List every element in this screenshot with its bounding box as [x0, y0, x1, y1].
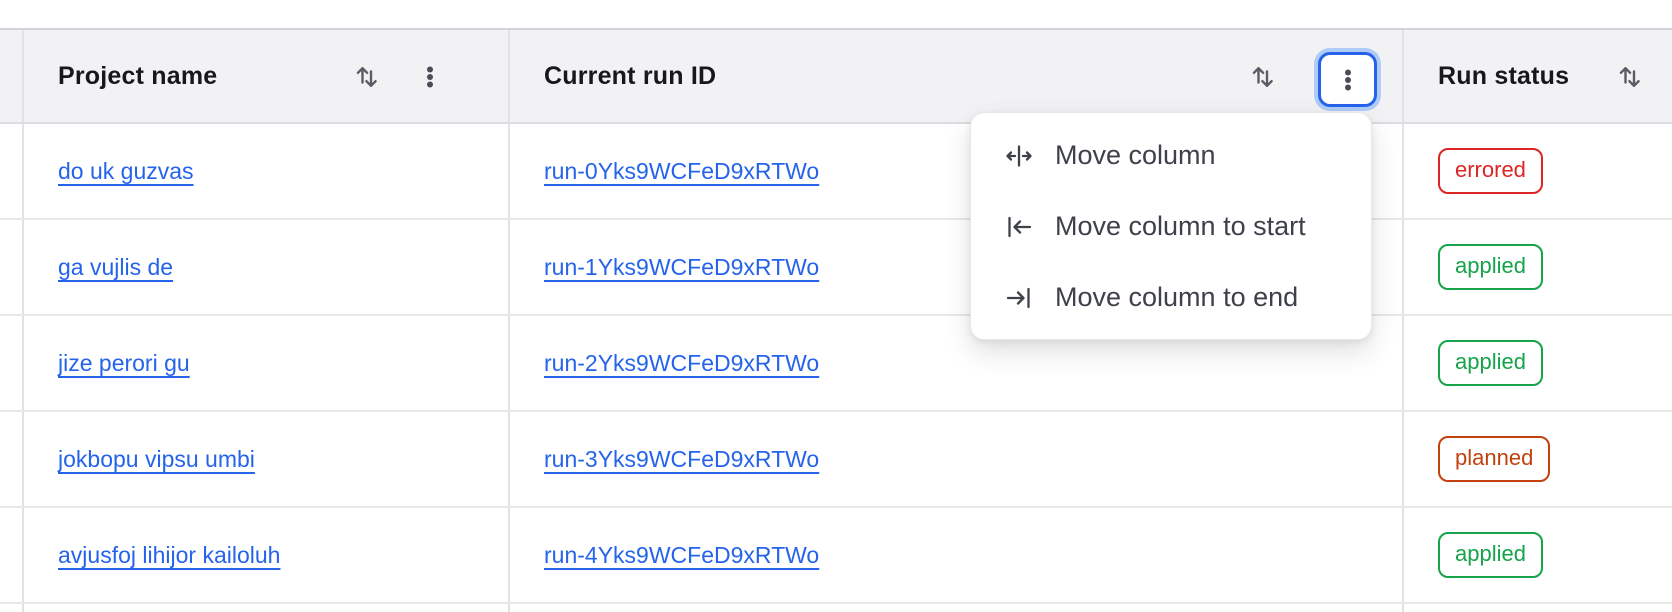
menu-item-label: Move column to end	[1055, 282, 1299, 312]
table-row: do uk guzvas run-0Yks9WCFeD9xRTWo errore…	[0, 124, 1672, 220]
run-status-cell: applied	[1404, 508, 1672, 602]
column-label-project-name: Project name	[58, 61, 218, 90]
kebab-icon[interactable]	[1318, 52, 1377, 107]
project-link[interactable]: ga vujlis de	[58, 253, 174, 280]
column-label-current-run-id: Current run ID	[544, 61, 717, 90]
run-id-link[interactable]: run-3Yks9WCFeD9xRTWo	[544, 445, 820, 472]
table-row: avjusfoj lihijor kailoluh run-4Yks9WCFeD…	[0, 508, 1672, 604]
row-gutter-cell	[0, 220, 24, 314]
run-id-link[interactable]: run-0Yks9WCFeD9xRTWo	[544, 157, 820, 184]
row-gutter-cell	[0, 316, 24, 410]
table-header-row: Project name Current run ID	[0, 30, 1672, 124]
project-name-cell: do uk guzvas	[24, 124, 510, 218]
sort-arrows-icon[interactable]	[1245, 59, 1281, 95]
run-id-cell	[510, 604, 1404, 612]
table-row: jize perori gu run-2Yks9WCFeD9xRTWo appl…	[0, 316, 1672, 412]
project-link[interactable]: jize perori gu	[58, 349, 190, 376]
run-id-cell: run-3Yks9WCFeD9xRTWo	[510, 412, 1404, 506]
row-gutter-cell	[0, 508, 24, 602]
menu-item-label: Move column	[1055, 140, 1216, 170]
menu-item-move-column[interactable]: Move column	[971, 120, 1371, 191]
project-name-cell: ga vujlis de	[24, 220, 510, 314]
column-label-run-status: Run status	[1438, 61, 1570, 90]
run-status-cell	[1404, 604, 1672, 612]
project-name-cell	[24, 604, 510, 612]
status-badge: applied	[1438, 532, 1543, 578]
run-id-cell: run-4Yks9WCFeD9xRTWo	[510, 508, 1404, 602]
table-row: ga vujlis de run-1Yks9WCFeD9xRTWo applie…	[0, 220, 1672, 316]
status-badge: applied	[1438, 244, 1543, 290]
project-link[interactable]: avjusfoj lihijor kailoluh	[58, 541, 281, 568]
run-id-cell: run-0Yks9WCFeD9xRTWo	[510, 124, 1404, 218]
sort-arrows-icon[interactable]	[349, 59, 385, 95]
header-cell-project-name: Project name	[24, 30, 510, 122]
status-badge: planned	[1438, 436, 1551, 482]
run-id-link[interactable]: run-1Yks9WCFeD9xRTWo	[544, 253, 820, 280]
menu-item-move-column-to-end[interactable]: Move column to end	[971, 262, 1371, 333]
menu-item-label: Move column to start	[1055, 211, 1306, 241]
project-link[interactable]: jokbopu vipsu umbi	[58, 445, 255, 472]
row-gutter-cell	[0, 604, 24, 612]
run-status-cell: applied	[1404, 316, 1672, 410]
move-column-to-start-icon	[1004, 212, 1034, 242]
kebab-icon[interactable]	[412, 59, 448, 95]
status-badge: applied	[1438, 340, 1543, 386]
project-name-cell: jokbopu vipsu umbi	[24, 412, 510, 506]
run-status-cell: planned	[1404, 412, 1672, 506]
projects-table: Project name Current run ID	[0, 28, 1672, 612]
project-name-cell: jize perori gu	[24, 316, 510, 410]
run-id-cell: run-1Yks9WCFeD9xRTWo	[510, 220, 1404, 314]
run-id-link[interactable]: run-2Yks9WCFeD9xRTWo	[544, 349, 820, 376]
project-name-cell: avjusfoj lihijor kailoluh	[24, 508, 510, 602]
table-row: jokbopu vipsu umbi run-3Yks9WCFeD9xRTWo …	[0, 412, 1672, 508]
project-link[interactable]: do uk guzvas	[58, 157, 194, 184]
header-cell-run-status: Run status	[1404, 30, 1672, 122]
move-column-to-end-icon	[1004, 283, 1034, 313]
status-badge: errored	[1438, 148, 1543, 194]
row-gutter-cell	[0, 412, 24, 506]
run-status-cell: applied	[1404, 220, 1672, 314]
header-cell-current-run-id: Current run ID	[510, 30, 1404, 122]
run-id-cell: run-2Yks9WCFeD9xRTWo	[510, 316, 1404, 410]
run-id-link[interactable]: run-4Yks9WCFeD9xRTWo	[544, 541, 820, 568]
column-options-menu: Move column Move column to start Move co…	[970, 112, 1372, 340]
header-gutter-cell	[0, 30, 24, 122]
run-status-cell: errored	[1404, 124, 1672, 218]
table-row	[0, 604, 1672, 612]
move-column-icon	[1004, 141, 1034, 171]
menu-item-move-column-to-start[interactable]: Move column to start	[971, 191, 1371, 262]
sort-arrows-icon[interactable]	[1612, 59, 1648, 95]
row-gutter-cell	[0, 124, 24, 218]
